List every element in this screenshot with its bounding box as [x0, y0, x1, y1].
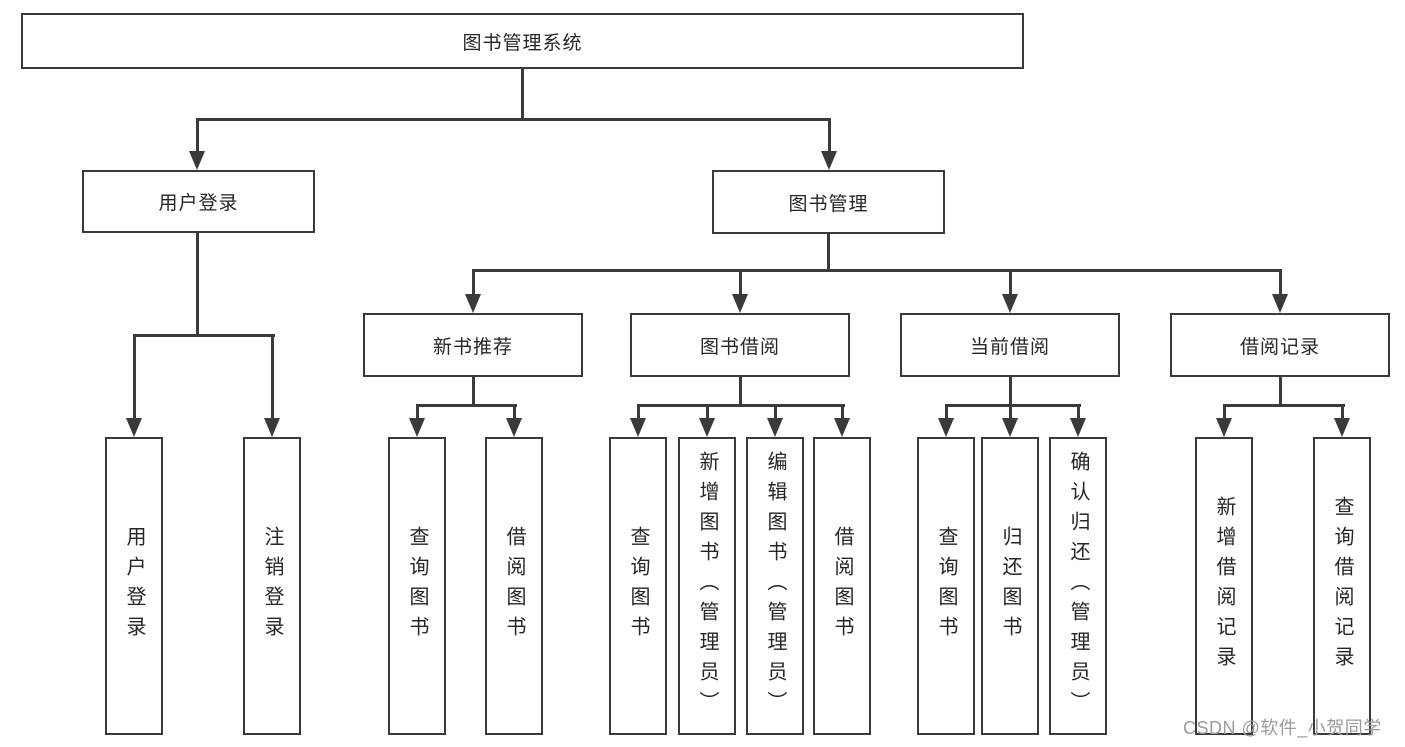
connector-hline	[132, 333, 275, 337]
connector-hline	[471, 268, 1282, 272]
csdn-watermark: CSDN @软件_小贺同学	[1183, 718, 1382, 738]
node-label: 归还图书	[999, 526, 1021, 646]
connector-vline	[944, 403, 948, 420]
connector-vline	[270, 333, 274, 419]
connector-vline	[1008, 377, 1012, 405]
connector-vline	[132, 333, 136, 419]
arrowhead-icon	[767, 418, 783, 437]
connector-hline	[415, 403, 517, 407]
node-label: 借阅图书	[503, 526, 525, 646]
node-book-management: 图书管理	[712, 170, 945, 234]
connector-vline	[840, 403, 844, 420]
connector-vline	[1278, 377, 1282, 405]
node-label: 新增图书（管理员）	[696, 451, 718, 721]
node-label: 确认归还（管理员）	[1067, 451, 1089, 721]
connector-vline	[471, 377, 475, 405]
connector-vline	[1008, 403, 1012, 420]
connector-vline	[471, 268, 475, 296]
leaf-borrow-books-borrowing: 借阅图书	[813, 437, 871, 735]
arrowhead-icon	[1002, 418, 1018, 437]
node-label: 新书推荐	[432, 336, 513, 358]
leaf-logout: 注销登录	[243, 437, 301, 735]
connector-vline	[826, 234, 830, 271]
arrowhead-icon	[1334, 418, 1350, 437]
connector-vline	[521, 69, 524, 119]
leaf-confirm-return-admin: 确认归还（管理员）	[1049, 437, 1107, 735]
node-book-borrowing: 图书借阅	[630, 313, 850, 377]
leaf-edit-book-admin: 编辑图书（管理员）	[746, 437, 804, 735]
arrowhead-icon	[1070, 418, 1086, 437]
connector-vline	[705, 403, 709, 420]
node-label: 用户登录	[123, 526, 145, 646]
leaf-add-borrow-record: 新增借阅记录	[1195, 437, 1253, 735]
node-borrowing-records: 借阅记录	[1170, 313, 1390, 377]
arrowhead-icon	[938, 418, 954, 437]
leaf-borrow-books-recommend: 借阅图书	[485, 437, 543, 735]
node-library-management-system: 图书管理系统	[21, 13, 1024, 69]
connector-vline	[1008, 268, 1012, 296]
arrowhead-icon	[821, 151, 837, 170]
leaf-query-books-recommend: 查询图书	[388, 437, 446, 735]
connector-hline	[1222, 403, 1345, 407]
node-label: 查询图书	[406, 526, 428, 646]
connector-hline	[944, 403, 1081, 407]
connector-vline	[512, 403, 516, 420]
arrowhead-icon	[1216, 418, 1232, 437]
leaf-return-book: 归还图书	[981, 437, 1039, 735]
node-label: 图书借阅	[699, 336, 780, 358]
connector-vline	[1278, 268, 1282, 296]
arrowhead-icon	[630, 418, 646, 437]
leaf-query-borrow-record: 查询借阅记录	[1313, 437, 1371, 735]
connector-vline	[773, 403, 777, 420]
connector-vline	[738, 377, 742, 405]
connector-vline	[415, 403, 419, 420]
node-label: 借阅图书	[831, 526, 853, 646]
connector-vline	[738, 268, 742, 296]
arrowhead-icon	[264, 418, 280, 437]
connector-vline	[195, 117, 199, 153]
node-label: 查询借阅记录	[1331, 496, 1353, 676]
arrowhead-icon	[699, 418, 715, 437]
connector-hline	[195, 117, 831, 121]
node-current-borrowing: 当前借阅	[900, 313, 1120, 377]
leaf-query-books-current: 查询图书	[917, 437, 975, 735]
arrowhead-icon	[1002, 294, 1018, 313]
arrowhead-icon	[1272, 294, 1288, 313]
arrowhead-icon	[834, 418, 850, 437]
node-label: 新增借阅记录	[1213, 496, 1235, 676]
node-label: 编辑图书（管理员）	[764, 451, 786, 721]
node-label: 用户登录	[158, 193, 239, 214]
leaf-user-login: 用户登录	[105, 437, 163, 735]
arrowhead-icon	[126, 418, 142, 437]
arrowhead-icon	[506, 418, 522, 437]
node-label: 图书管理	[788, 193, 869, 215]
node-label: 当前借阅	[969, 336, 1050, 358]
leaf-query-books-borrowing: 查询图书	[609, 437, 667, 735]
connector-vline	[1340, 403, 1344, 420]
connector-vline	[195, 233, 199, 335]
connector-vline	[827, 117, 831, 153]
arrowhead-icon	[189, 151, 205, 170]
leaf-add-book-admin: 新增图书（管理员）	[678, 437, 736, 735]
arrowhead-icon	[465, 294, 481, 313]
arrowhead-icon	[409, 418, 425, 437]
connector-vline	[636, 403, 640, 420]
node-label: 借阅记录	[1239, 336, 1320, 358]
connector-vline	[1222, 403, 1226, 420]
connector-vline	[1076, 403, 1080, 420]
node-label: 查询图书	[935, 526, 957, 646]
node-label: 查询图书	[627, 526, 649, 646]
node-new-book-recommendation: 新书推荐	[363, 313, 583, 377]
connector-hline	[636, 403, 845, 407]
node-label: 注销登录	[261, 526, 283, 646]
node-user-login: 用户登录	[82, 170, 315, 233]
arrowhead-icon	[732, 294, 748, 313]
node-label: 图书管理系统	[462, 32, 583, 54]
